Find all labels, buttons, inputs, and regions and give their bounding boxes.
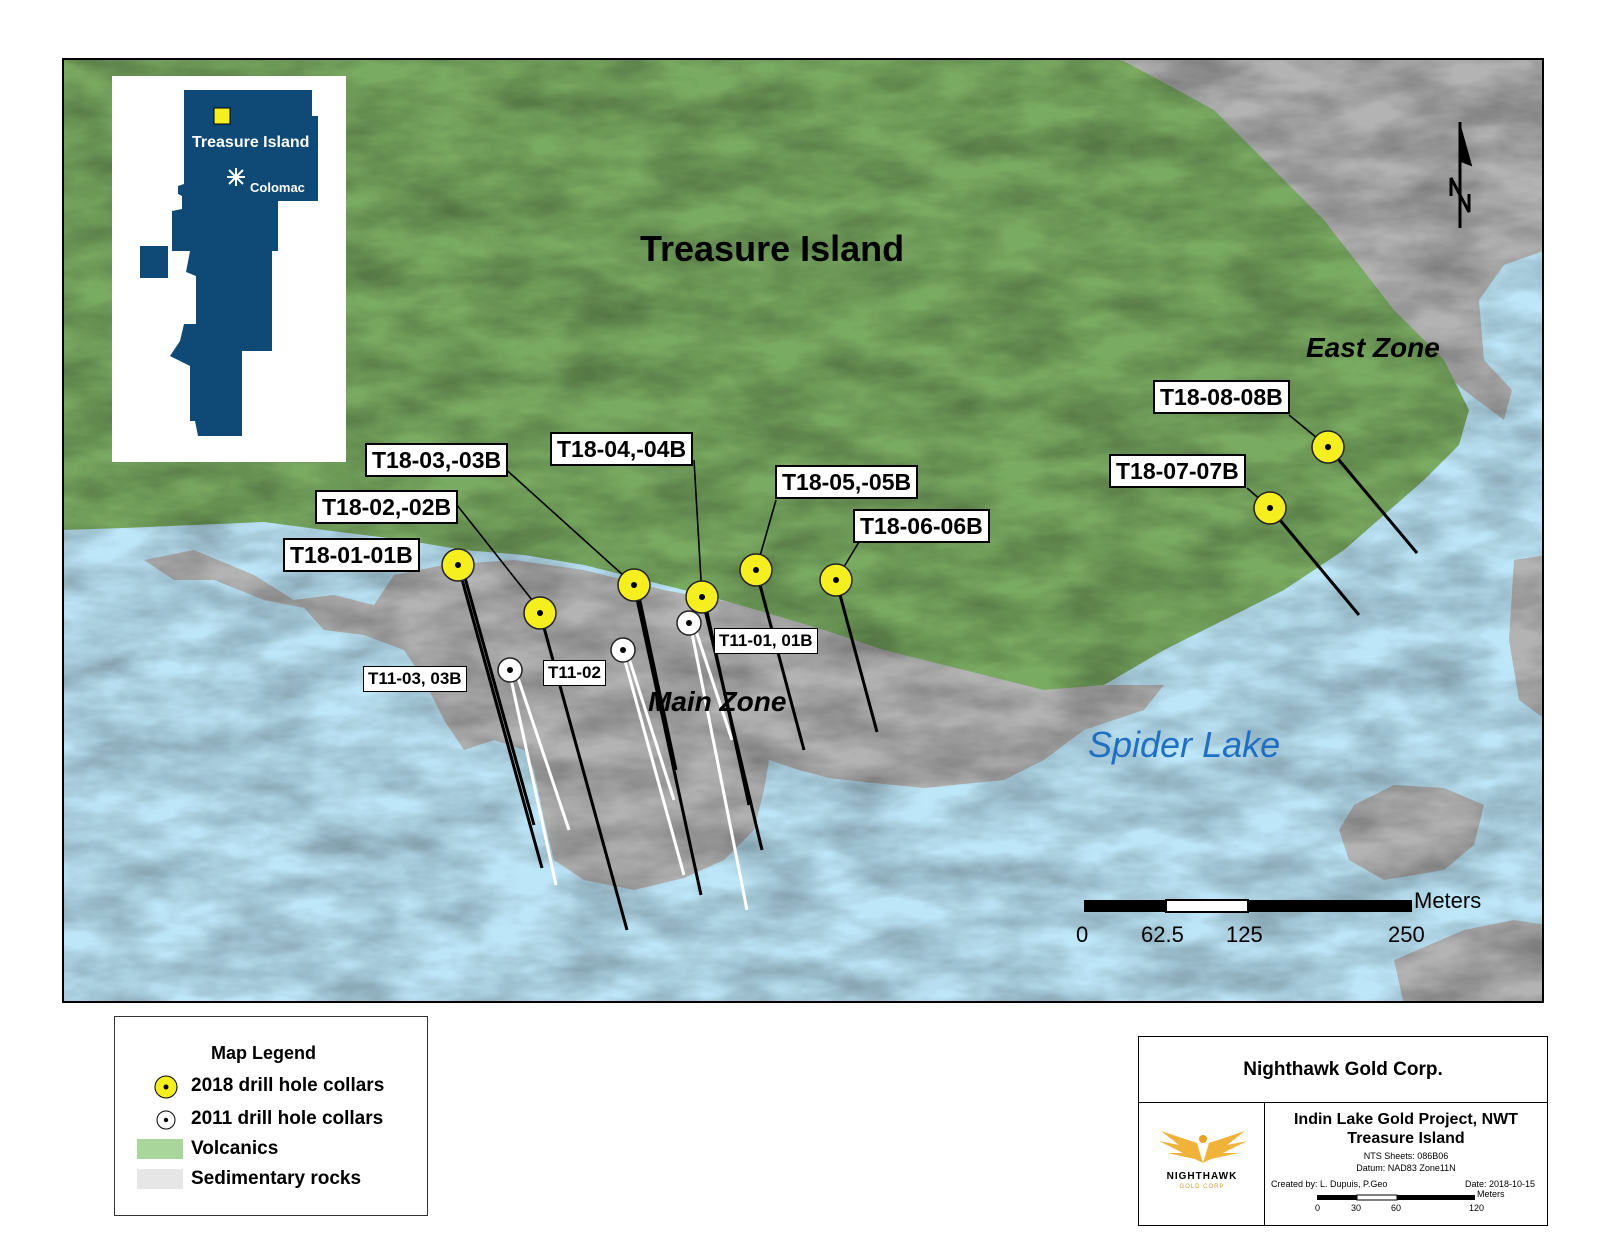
legend-item-volcanics: Volcanics	[191, 1138, 279, 1159]
small-scale-unit: Meters	[1477, 1189, 1505, 1199]
small-scale-tick-2: 60	[1391, 1203, 1402, 1213]
collar-2018-2-center	[537, 610, 543, 616]
logo-subtext: GOLD CORP	[1179, 1184, 1225, 1190]
sedimentary-swatch	[137, 1169, 183, 1189]
small-scale-bar	[1317, 1194, 1475, 1201]
drill-collars-2018	[441, 430, 1345, 630]
north-arrow-icon	[1449, 122, 1473, 228]
date: Date: 2018-10-15	[1465, 1179, 1536, 1189]
logo-text: NIGHTHAWK	[1166, 1171, 1238, 1182]
title-block: Nighthawk Gold Corp. NIGHTHAWK GOLD CORP…	[1138, 1036, 1548, 1226]
inset-property-outline	[140, 90, 318, 436]
callout-t18-06: T18-06-06B	[853, 509, 990, 543]
legend-symbols	[154, 1075, 178, 1130]
collar-2011-2-center	[620, 647, 626, 653]
callout-t18-05: T18-05,-05B	[775, 465, 919, 499]
company-name: Nighthawk Gold Corp.	[1139, 1037, 1547, 1103]
project-name: Indin Lake Gold Project, NWT	[1293, 1111, 1518, 1128]
lake-label: Spider Lake	[1088, 724, 1281, 765]
legend-item-2018: 2018 drill hole collars	[191, 1075, 385, 1096]
island-label: Treasure Island	[640, 228, 905, 269]
callout-t11-02: T11-02	[543, 660, 606, 686]
drill-traces-2011	[507, 622, 749, 911]
collar-2011-1-center	[507, 667, 513, 673]
inset-location-label: Treasure Island	[192, 134, 310, 151]
legend-item-2011: 2011 drill hole collars	[191, 1108, 384, 1129]
collar-2018-5-center	[753, 567, 759, 573]
datum: Datum: NAD83 Zone11N	[1356, 1163, 1456, 1173]
drill-collars-2011	[497, 610, 702, 683]
legend-title: Map Legend	[211, 1043, 317, 1063]
callout-t18-02: T18-02,-02B	[315, 490, 459, 524]
small-scale-tick-0: 0	[1315, 1203, 1321, 1213]
inset-mine-label: Colomac	[250, 180, 305, 195]
nighthawk-logo-icon	[1159, 1131, 1247, 1163]
scale-tick-0: 0	[1076, 922, 1089, 947]
callout-t18-07: T18-07-07B	[1109, 454, 1246, 488]
collar-2018-8-center	[1325, 444, 1331, 450]
logo-cell: NIGHTHAWK GOLD CORP	[1139, 1103, 1265, 1225]
scale-bar	[1084, 899, 1412, 913]
map-frame: Treasure Island Spider Lake East Zone Ma…	[62, 58, 1544, 1003]
callout-t18-03: T18-03,-03B	[365, 443, 509, 477]
inset-location-marker	[213, 107, 231, 125]
collar-2018-3-center	[631, 582, 637, 588]
legend-item-sedimentary: Sedimentary rocks	[191, 1168, 362, 1189]
nts-sheets: NTS Sheets: 086B06	[1363, 1151, 1449, 1161]
east-zone-label: East Zone	[1306, 332, 1440, 363]
callout-t11-03: T11-03, 03B	[363, 666, 467, 692]
collar-2018-7-center	[1267, 505, 1273, 511]
callout-t18-01: T18-01-01B	[283, 538, 420, 572]
collar-2018-6-center	[833, 577, 839, 583]
callout-t11-01: T11-01, 01B	[714, 628, 818, 654]
collar-2018-1-center	[455, 562, 461, 568]
area-name: Treasure Island	[1347, 1130, 1465, 1147]
volcanics-swatch	[137, 1139, 183, 1159]
drill-traces-2018	[456, 446, 1419, 931]
main-zone-label: Main Zone	[648, 686, 787, 717]
collar-2018-4-center	[699, 594, 705, 600]
mine-asterisk-icon	[227, 168, 245, 186]
callout-t18-08: T18-08-08B	[1153, 380, 1290, 414]
callout-t18-04: T18-04,-04B	[550, 432, 694, 466]
map-legend: Map Legend 2018 drill hole collars 2011 …	[114, 1016, 428, 1216]
created-by: Created by: L. Dupuis, P.Geo	[1271, 1179, 1388, 1189]
small-scale-tick-1: 30	[1351, 1203, 1362, 1213]
map-graphics	[64, 60, 1542, 1001]
inset-map: Treasure Island Colomac	[112, 76, 346, 462]
scale-tick-3: 250	[1388, 922, 1425, 947]
scale-tick-1: 62.5	[1141, 922, 1184, 947]
scale-tick-2: 125	[1226, 922, 1263, 947]
collar-2011-3-center	[686, 620, 692, 626]
scale-unit: Meters	[1414, 888, 1482, 913]
small-scale-tick-3: 120	[1469, 1203, 1485, 1213]
